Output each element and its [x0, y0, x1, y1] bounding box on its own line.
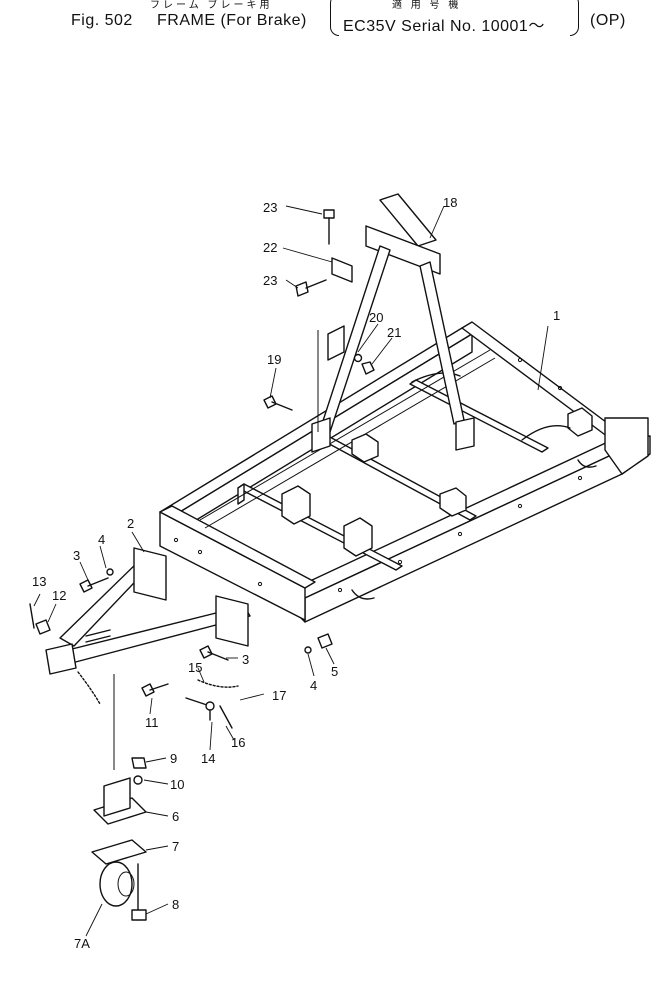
- figure-number: Fig. 502: [71, 12, 133, 29]
- serial-range: EC35V Serial No. 10001～: [343, 18, 545, 35]
- callout-2: 2: [127, 516, 134, 531]
- callout-21: 21: [387, 325, 401, 340]
- callout-5: 5: [331, 664, 338, 679]
- callout-12: 12: [52, 588, 66, 603]
- callout-22: 22: [263, 240, 277, 255]
- callout-7a: 7A: [74, 936, 90, 951]
- callout-8: 8: [172, 897, 179, 912]
- tow-bar: [45, 547, 251, 675]
- callout-15: 15: [188, 660, 202, 675]
- callout-1: 1: [553, 308, 560, 323]
- callout-17: 17: [272, 688, 286, 703]
- callout-3: 3: [73, 548, 80, 563]
- option-label: (OP): [590, 12, 626, 29]
- figure-title: FRAME (For Brake): [157, 12, 307, 29]
- callout-13: 13: [32, 574, 46, 589]
- callout-4-lower: 4: [310, 678, 317, 693]
- callout-10: 10: [170, 777, 184, 792]
- diagram-header: フレーム ブレーキ用 適 用 号 機 Fig. 502 FRAME (For B…: [0, 0, 652, 40]
- main-frame: [159, 321, 651, 623]
- callout-7: 7: [172, 839, 179, 854]
- guard-bar: [311, 193, 475, 453]
- callout-6: 6: [172, 809, 179, 824]
- callout-4: 4: [98, 532, 105, 547]
- callout-23: 23: [263, 200, 277, 215]
- callout-labels: 1 2 3 3 4 4 5 6 7 7A 8 9 10 11 12 13 14 …: [32, 195, 560, 951]
- callout-9: 9: [170, 751, 177, 766]
- callout-3-lower: 3: [242, 652, 249, 667]
- rail-holes: [173, 357, 583, 593]
- callout-19: 19: [267, 352, 281, 367]
- callout-23-lower: 23: [263, 273, 277, 288]
- japanese-applicable-models: 適 用 号 機: [392, 0, 462, 11]
- japanese-title: フレーム ブレーキ用: [150, 0, 273, 11]
- leader-lines: [33, 205, 549, 937]
- callout-16: 16: [231, 735, 245, 750]
- callout-14: 14: [201, 751, 215, 766]
- callout-11: 11: [145, 715, 159, 730]
- callout-20: 20: [369, 310, 383, 325]
- small-parts: [29, 209, 375, 921]
- callout-18: 18: [443, 195, 457, 210]
